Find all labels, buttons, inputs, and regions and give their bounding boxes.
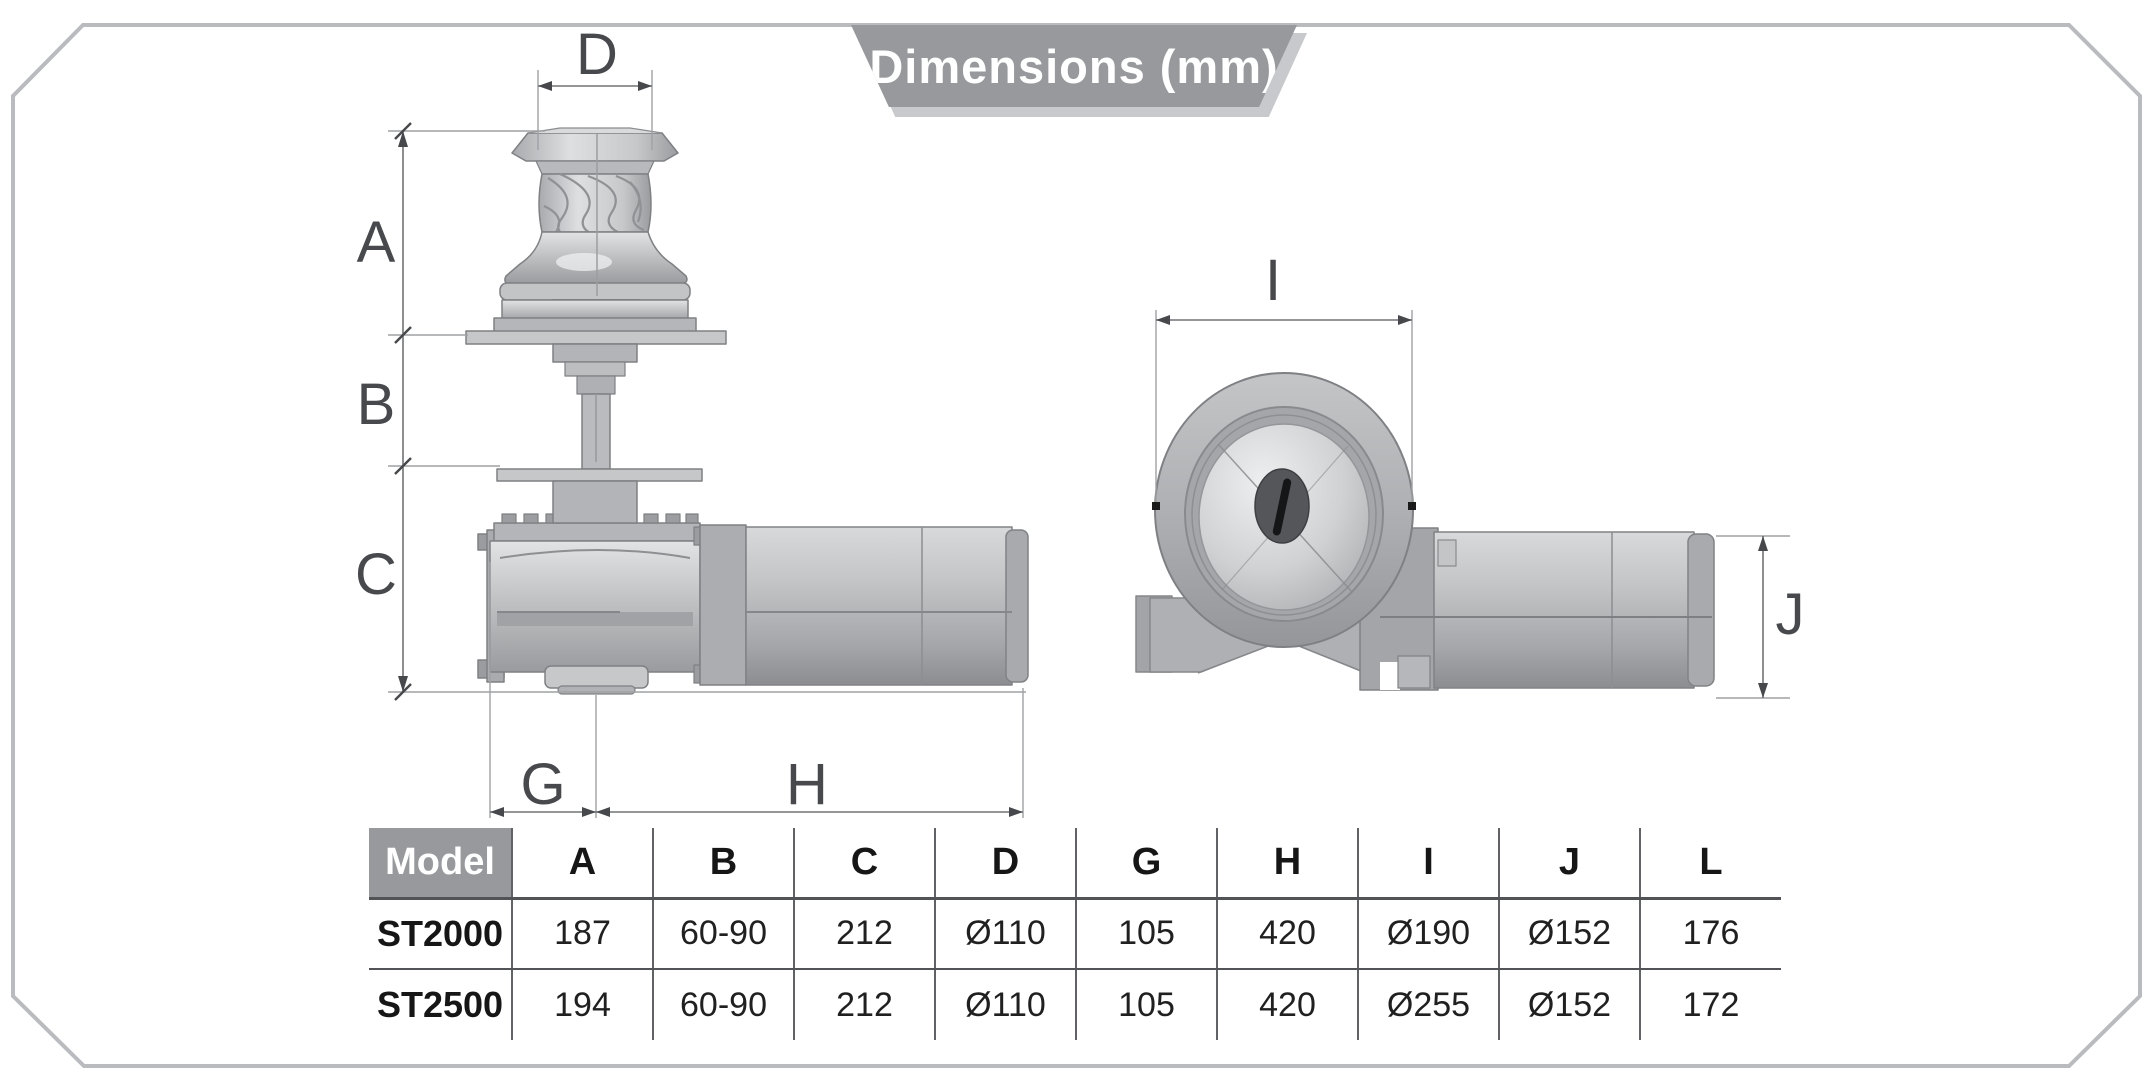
dim-label-G: G	[520, 752, 565, 817]
col-header-J: J	[1499, 828, 1641, 900]
value-cell: Ø190	[1358, 898, 1500, 970]
dim-label-J: J	[1776, 582, 1805, 647]
dim-label-C: C	[355, 542, 397, 607]
dim-label-H: H	[786, 752, 828, 817]
value-cell: 105	[1076, 969, 1218, 1040]
value-cell: 105	[1076, 898, 1218, 970]
col-header-H: H	[1217, 828, 1359, 900]
title-banner: Dimensions (mm)	[851, 25, 1307, 117]
value-cell: 420	[1217, 969, 1359, 1040]
value-cell: 60-90	[653, 898, 795, 970]
value-cell: 420	[1217, 898, 1359, 970]
value-cell: 172	[1682, 985, 1740, 1024]
page-title: Dimensions (mm)	[869, 39, 1279, 93]
value-cell: 187	[512, 898, 654, 970]
col-header-I: I	[1358, 828, 1500, 900]
table-row: ST2500 194 60-90 212 Ø110 105 420 Ø255 Ø…	[369, 969, 1781, 1040]
value-cell: 194	[512, 969, 654, 1040]
title-banner-plate: Dimensions (mm)	[851, 25, 1297, 107]
col-header-A: A	[512, 828, 654, 900]
page-frame-border	[11, 23, 2142, 1068]
value-cell: 176	[1640, 898, 1781, 970]
model-name-cell: ST2500	[369, 969, 513, 1040]
dim-label-I: I	[1265, 248, 1281, 313]
table-header-row: Model A B C D G H I J L	[369, 828, 1781, 900]
front-view-dimensions: I J	[1152, 248, 1805, 699]
model-name-cell: ST2000	[369, 898, 513, 970]
col-header-B: B	[653, 828, 795, 900]
front-view-diagram	[1135, 372, 1715, 691]
value-cell: 212	[794, 969, 936, 1040]
value-cell: Ø110	[935, 898, 1077, 970]
dimensions-table: Model A B C D G H I J L ST2000 187 60-90…	[369, 828, 1781, 1040]
value-cell: 60-90	[653, 969, 795, 1040]
value-cell: Ø152	[1499, 898, 1641, 970]
col-header-C: C	[794, 828, 936, 900]
value-cell: Ø110	[935, 969, 1077, 1040]
col-header-G: G	[1076, 828, 1218, 900]
value-cell: Ø152	[1499, 969, 1641, 1040]
value-cell: 212	[794, 898, 936, 970]
col-header-D: D	[935, 828, 1077, 900]
side-view-dimensions: A B C D G H	[355, 22, 1026, 818]
value-cell: Ø255	[1358, 969, 1500, 1040]
dim-label-D: D	[576, 22, 618, 87]
col-header-L: L	[1640, 828, 1781, 900]
model-header-cell: Model	[369, 828, 513, 900]
dim-label-B: B	[357, 372, 396, 437]
side-view-diagram	[465, 127, 1029, 695]
table-row: ST2000 187 60-90 212 Ø110 105 420 Ø190 Ø…	[369, 898, 1781, 970]
dim-label-A: A	[357, 210, 396, 275]
